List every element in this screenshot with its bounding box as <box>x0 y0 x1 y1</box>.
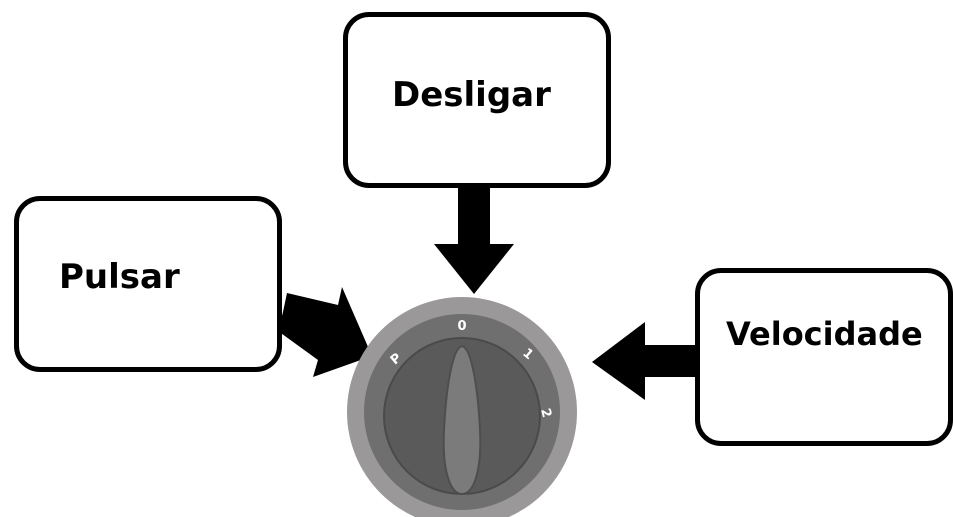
knob-pointer <box>442 344 482 496</box>
knob-position-2: 2 <box>537 407 554 420</box>
arrow-down-icon <box>434 188 514 294</box>
desligar-label: Desligar <box>392 75 551 115</box>
speed-knob[interactable]: 0 1 2 P <box>347 297 577 517</box>
arrow-left-icon <box>592 322 697 400</box>
pulsar-box: Pulsar <box>14 196 282 372</box>
velocidade-label: Velocidade <box>726 315 923 353</box>
desligar-box: Desligar <box>343 12 611 188</box>
velocidade-box: Velocidade <box>695 268 953 446</box>
arrow-diagonal-icon <box>278 287 372 377</box>
knob-position-0: 0 <box>457 319 466 334</box>
pulsar-label: Pulsar <box>59 257 180 297</box>
